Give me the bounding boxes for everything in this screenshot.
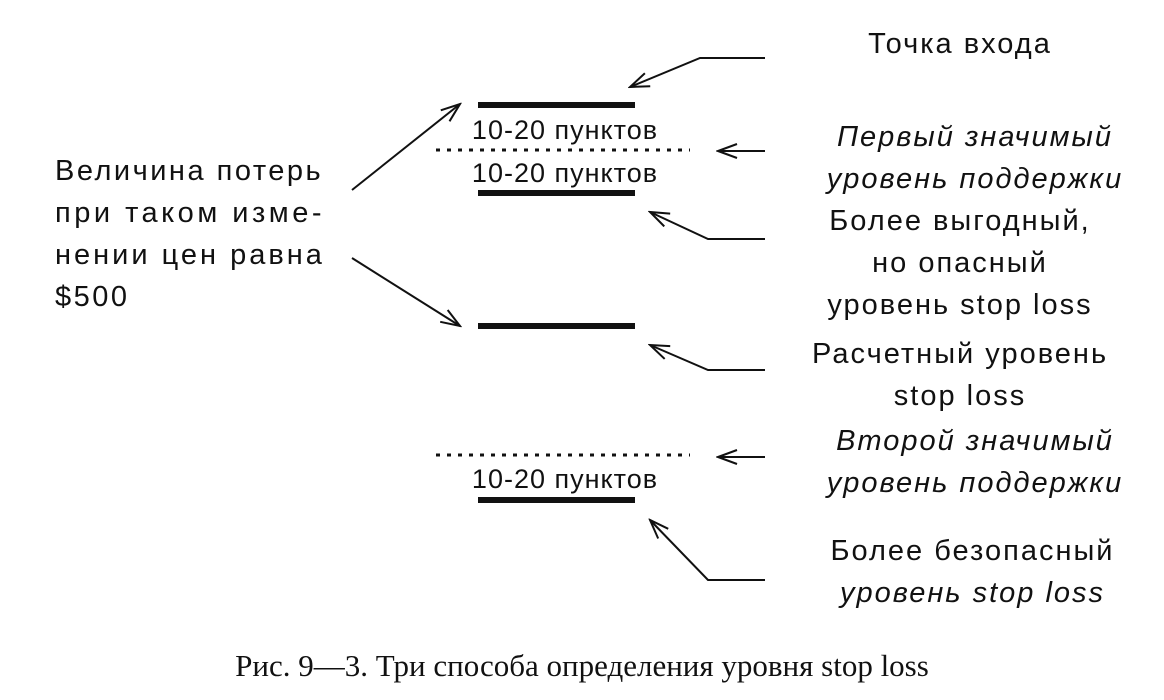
loss-note: Величина потерь при таком изме- нении це… <box>55 150 325 318</box>
loss-note-upper-arrow <box>351 104 460 191</box>
calculated-stop-line-1: Расчетный уровень <box>811 338 1109 370</box>
entry-point-label: Точка входа <box>868 28 1052 60</box>
second-support-label: Второй значимый уровень поддержки <box>790 420 1160 504</box>
points-label-bottom: 10-20 пунктов <box>471 464 659 494</box>
safer-stop-line-2: уровень stop loss <box>839 577 1106 609</box>
profitable-stop-label: Более выгодный, но опасный уровень stop … <box>790 200 1130 326</box>
loss-note-line-4: $500 <box>55 281 130 313</box>
calculated-stop-line-2: stop loss <box>893 380 1027 412</box>
first-support-label: Первый значимый уровень поддержки <box>790 116 1160 200</box>
calculated-stop-arrow <box>650 345 765 371</box>
first-support-line-1: Первый значимый <box>836 121 1114 153</box>
calculated-stop-label: Расчетный уровень stop loss <box>785 333 1135 417</box>
figure-caption: Рис. 9—3. Три способа определения уровня… <box>235 648 929 683</box>
second-support-line-1: Второй значимый <box>836 425 1114 457</box>
loss-note-lower-arrow <box>351 257 460 326</box>
points-label-top: 10-20 пунктов <box>471 115 659 145</box>
points-label-middle: 10-20 пунктов <box>471 158 659 188</box>
second-support-line-2: уровень поддержки <box>826 467 1124 499</box>
loss-note-line-3: нении цен равна <box>55 239 325 271</box>
profitable-stop-line-1: Более выгодный, <box>829 205 1091 237</box>
safer-stop-line-1: Более безопасный <box>830 535 1115 567</box>
safer-stop-arrow <box>650 520 765 581</box>
first-support-line-2: уровень поддержки <box>826 163 1124 195</box>
profitable-stop-arrow <box>650 212 765 240</box>
loss-note-line-2: при таком изме- <box>55 197 326 229</box>
profitable-stop-line-3: уровень stop loss <box>827 289 1093 321</box>
entry-point-arrow <box>630 57 765 87</box>
safer-stop-label: Более безопасный уровень stop loss <box>800 530 1145 614</box>
loss-note-line-1: Величина потерь <box>55 155 324 187</box>
profitable-stop-line-2: но опасный <box>872 247 1048 279</box>
